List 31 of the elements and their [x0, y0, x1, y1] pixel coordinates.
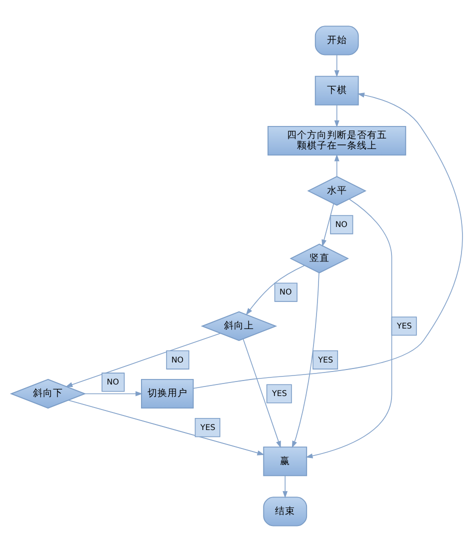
edge-label: NO	[106, 378, 119, 387]
edge-label: YES	[318, 355, 334, 364]
arrow	[65, 332, 221, 387]
arrow	[334, 54, 340, 78]
arrow	[282, 476, 288, 498]
node-box: 结束	[263, 496, 308, 526]
node-diamond: 竖直	[290, 244, 349, 274]
node-box: 赢	[263, 446, 308, 476]
node-box: 四个方向判断是否有五颗棋子在一条线上	[268, 126, 406, 156]
node-box: 下棋	[314, 76, 359, 106]
arrow	[68, 400, 264, 456]
arrow	[192, 92, 463, 389]
node-diamond: 斜向下	[10, 378, 86, 409]
arrow	[246, 265, 305, 316]
node-diamond: 水平	[307, 176, 366, 206]
edge-label: NO	[280, 288, 292, 297]
arrow	[84, 391, 143, 396]
node-diamond: 斜向上	[200, 311, 278, 341]
arrow	[322, 203, 334, 247]
edge-label: YES	[272, 389, 287, 398]
edge-label: YES	[200, 422, 216, 432]
arrow	[242, 338, 281, 448]
arrow	[306, 198, 392, 458]
arrow	[334, 154, 340, 177]
node-box: 切换用户	[141, 378, 194, 409]
arrow	[334, 104, 340, 128]
edge-label: NO	[171, 355, 184, 364]
edge-label: YES	[396, 322, 412, 331]
node-box: 开始	[314, 26, 359, 56]
edge-label: NO	[335, 220, 348, 230]
arrow	[292, 272, 320, 448]
